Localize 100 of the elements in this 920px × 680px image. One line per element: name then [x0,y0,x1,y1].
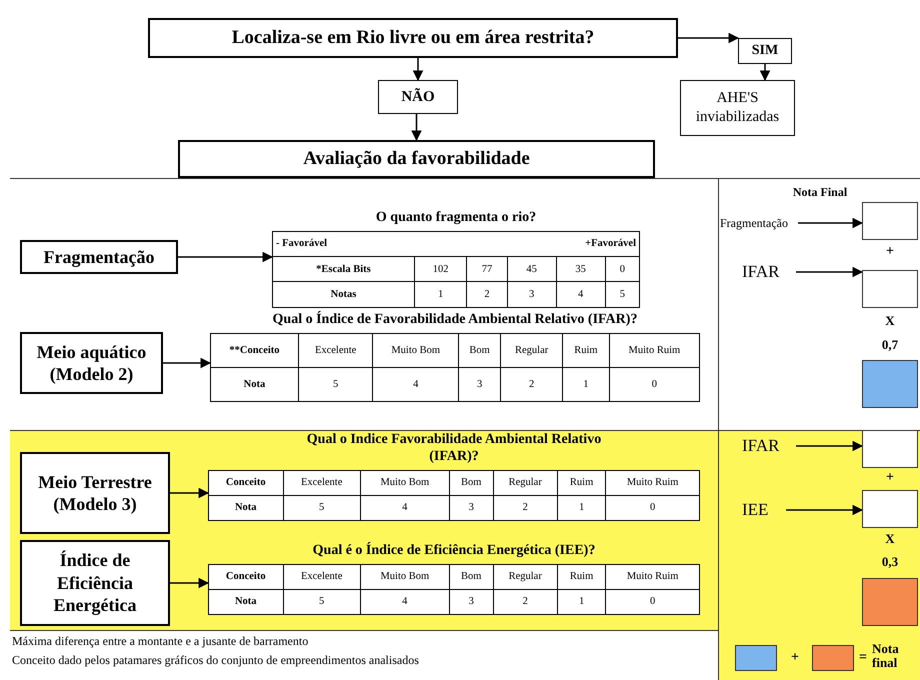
row-header: Nota [210,367,298,402]
footnote: Máxima diferença entre a montante e a jusante de barramento [12,635,310,648]
arrow [178,252,274,262]
question-heading: Qual é o Índice de Eficiência Energética (IEE)? [312,543,596,560]
score-value: 2 [493,495,558,520]
arrow [760,64,770,82]
process-box: Avaliação da favorabilidade [178,140,655,178]
outcome-box: AHE'S inviabilizadas [680,80,795,136]
score-value: 5 [283,589,360,614]
score-value: 4 [556,282,606,308]
row-header: Nota [208,495,284,520]
score-box [862,270,918,308]
scale-value: Muito Ruim [609,333,700,368]
result-box [862,578,918,626]
score-value: 3 [458,367,501,402]
arrow [796,266,864,278]
weight-value: 0,3 [880,555,900,570]
question-heading: O quanto fragmenta o rio? [374,210,538,227]
score-value: 4 [360,495,450,520]
score-value: 4 [372,367,459,402]
scale-value: Regular [500,333,563,368]
score-value: 0 [606,589,700,614]
criterion-box: Índice de Eficiência Energética [20,540,170,626]
score-value: 2 [493,589,558,614]
score-box [862,490,918,528]
score-box [862,202,918,240]
input-label: IEE [742,499,782,521]
result-swatch [735,645,777,671]
answer-box: SIM [738,38,792,64]
row-header: Conceito [208,564,284,590]
scale-value: Regular [493,564,558,590]
scale-value: 77 [466,256,508,282]
scale-value: Excelente [283,564,360,590]
scale-value: Ruim [557,470,606,496]
score-value: 3 [507,282,556,308]
panel-heading: Nota Final [792,186,848,200]
scale-value: 0 [605,256,640,282]
result-swatch [812,645,854,671]
scale-end-label: +Favorável [507,231,640,257]
scale-value: Bom [449,470,494,496]
score-value: 5 [283,495,360,520]
input-label: Fragmentação [720,214,794,232]
operator-sign: + [885,470,895,486]
operator-sign: + [790,650,800,666]
result-box [862,360,918,408]
operator-sign: = [858,650,868,666]
arrow [412,58,424,82]
arrow [678,32,740,44]
operator-sign: + [885,244,895,260]
arrow [170,578,210,588]
score-value: 1 [557,589,606,614]
scale-value: 45 [507,256,556,282]
score-value: 3 [449,589,494,614]
row-header: Conceito [208,470,284,496]
scale-value: Excelente [298,333,373,368]
footnote: Conceito dado pelos patamares gráficos do conjunto de empreendimentos analisados [12,654,420,668]
scale-value: Regular [493,470,558,496]
result-label: Nota final [872,642,900,671]
score-value: 1 [414,282,467,308]
answer-box: NÃO [378,80,458,114]
row-header: Notas [272,282,414,308]
criterion-box: Fragmentação [20,240,178,274]
scale-end-label: - Favorável [272,231,508,257]
row-header: **Conceito [210,333,298,368]
input-label: IFAR [742,261,792,283]
scale-value: Muito Bom [360,564,450,590]
arrow [798,218,864,228]
scale-value: 35 [556,256,606,282]
arrow [796,440,864,452]
operator-sign: X [884,314,896,328]
row-header: *Escala Bits [272,256,414,282]
score-value: 5 [605,282,640,308]
question-heading: Qual o Índice de Favorabilidade Ambiental Relativo (IFAR)? [272,312,638,329]
score-box [862,430,918,468]
score-value: 4 [360,589,450,614]
question-heading: Qual o Indice Favorabilidade Ambiental Relativo (IFAR)? [306,432,602,466]
scale-value: Muito Ruim [606,470,700,496]
row-header: Nota [208,589,284,614]
input-label: IFAR [742,435,792,457]
scale-value: Ruim [562,333,610,368]
score-value: 2 [466,282,508,308]
scale-value: Muito Bom [360,470,450,496]
score-value: 0 [609,367,700,402]
arrow [786,504,864,516]
score-value: 1 [557,495,606,520]
scale-value: Ruim [557,564,606,590]
arrow [170,488,210,498]
arrow [163,358,212,368]
score-value: 5 [298,367,373,402]
scale-value: Bom [458,333,501,368]
criterion-box: Meio aquático (Modelo 2) [20,332,163,394]
weight-value: 0,7 [880,338,900,352]
score-value: 0 [606,495,700,520]
score-value: 1 [562,367,610,402]
criterion-box: Meio Terrestre (Modelo 3) [20,452,170,534]
score-value: 3 [449,495,494,520]
scale-value: Muito Bom [372,333,459,368]
operator-sign: X [884,532,896,546]
scale-value: Excelente [283,470,360,496]
arrow [411,114,422,142]
